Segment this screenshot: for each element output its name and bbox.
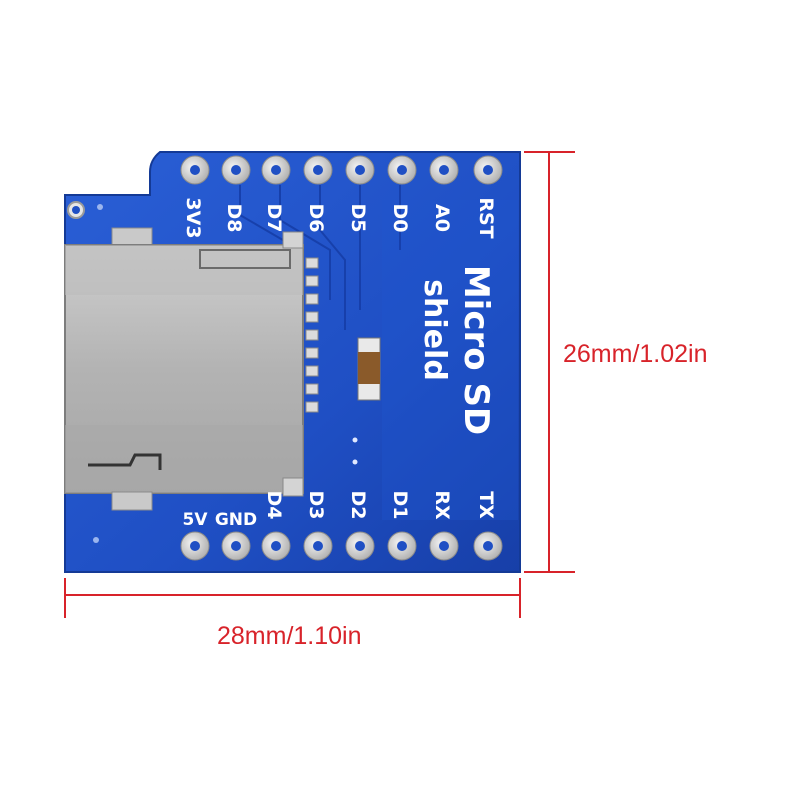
bottom-pin-label: D2 xyxy=(347,491,369,520)
pcb-edge-strip xyxy=(382,200,518,520)
top-pin-label: D5 xyxy=(347,204,369,233)
sd-contacts xyxy=(305,257,319,413)
board-title: Micro SD shield xyxy=(417,265,496,435)
via-dot xyxy=(97,204,103,210)
bottom-pin-label: RX xyxy=(431,490,453,520)
bottom-pin-label: D1 xyxy=(389,491,411,520)
width-dimension-label: 28mm/1.10in xyxy=(217,622,362,650)
top-header-pads xyxy=(180,155,503,185)
top-pin-label: D7 xyxy=(263,204,285,233)
bottom-pin-label: D4 xyxy=(263,491,285,520)
board-title-line1: Micro SD xyxy=(456,265,496,435)
bottom-pin-label: 5V xyxy=(183,510,209,530)
top-pin-label: RST xyxy=(475,197,497,238)
top-pin-label: D6 xyxy=(305,204,327,233)
top-pin-label: 3V3 xyxy=(182,197,204,238)
bottom-header-pads xyxy=(180,531,503,561)
bottom-pin-label: GND xyxy=(215,510,257,530)
top-pin-label: D0 xyxy=(389,204,411,233)
width-dimension-line xyxy=(64,578,521,618)
pcb-traces xyxy=(239,185,401,330)
top-pin-label: A0 xyxy=(431,204,453,232)
sd-slot-tab-bottom xyxy=(111,491,153,511)
height-dimension-label: 26mm/1.02in xyxy=(563,340,708,368)
bottom-pin-label: D3 xyxy=(305,491,327,520)
bottom-pin-label: TX xyxy=(475,491,497,519)
board-title-line2: shield xyxy=(417,279,452,381)
height-dimension-line xyxy=(524,151,575,573)
via-dot xyxy=(93,537,99,543)
top-pin-label: D8 xyxy=(223,204,245,233)
